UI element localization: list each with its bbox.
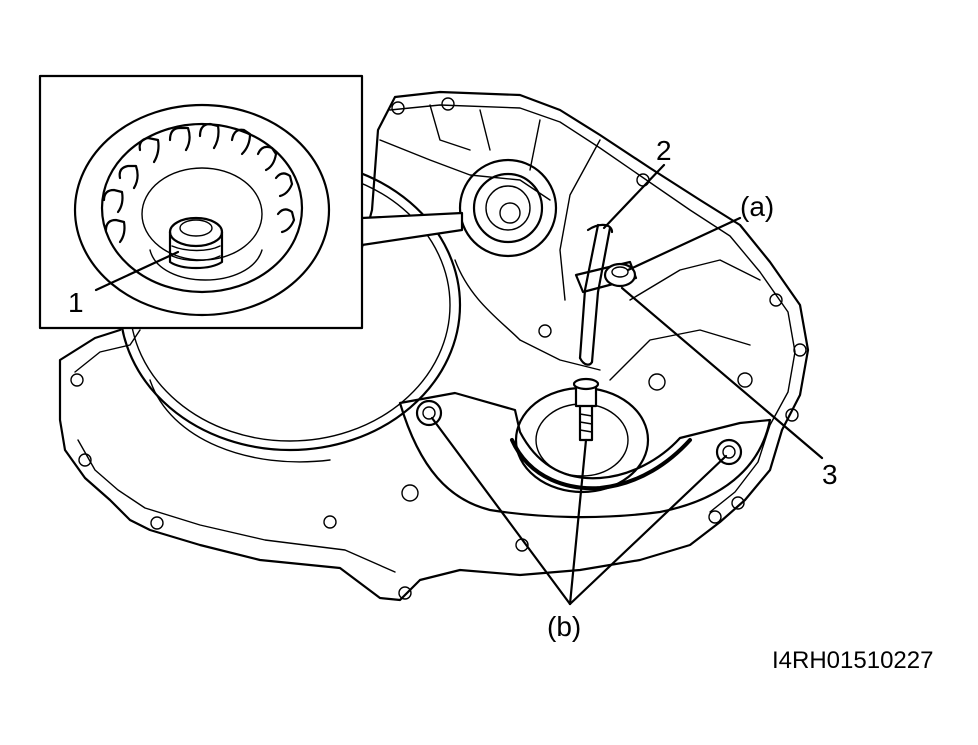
- inset-detail: [38, 74, 464, 330]
- callout-b: (b): [547, 611, 581, 642]
- leader-2: [602, 163, 666, 230]
- figure-id: I4RH01510227: [772, 647, 933, 674]
- leader-a: [626, 216, 742, 272]
- leader-b-3: [568, 454, 728, 606]
- leader-3: [620, 286, 824, 460]
- bracket-bolt: [603, 262, 637, 288]
- leader-1: [94, 250, 180, 292]
- leader-b-1: [430, 416, 572, 606]
- splined-shaft: [458, 158, 558, 258]
- callout-3: 3: [822, 459, 838, 490]
- leader-b-2: [568, 438, 588, 606]
- callout-1: 1: [68, 287, 84, 318]
- leader-lines: [94, 163, 824, 606]
- callout-2: 2: [656, 135, 672, 166]
- callout-a: (a): [740, 191, 774, 222]
- oil-pipe: [574, 223, 638, 366]
- callout-labels: 1 2 3 (a) (b): [68, 135, 838, 642]
